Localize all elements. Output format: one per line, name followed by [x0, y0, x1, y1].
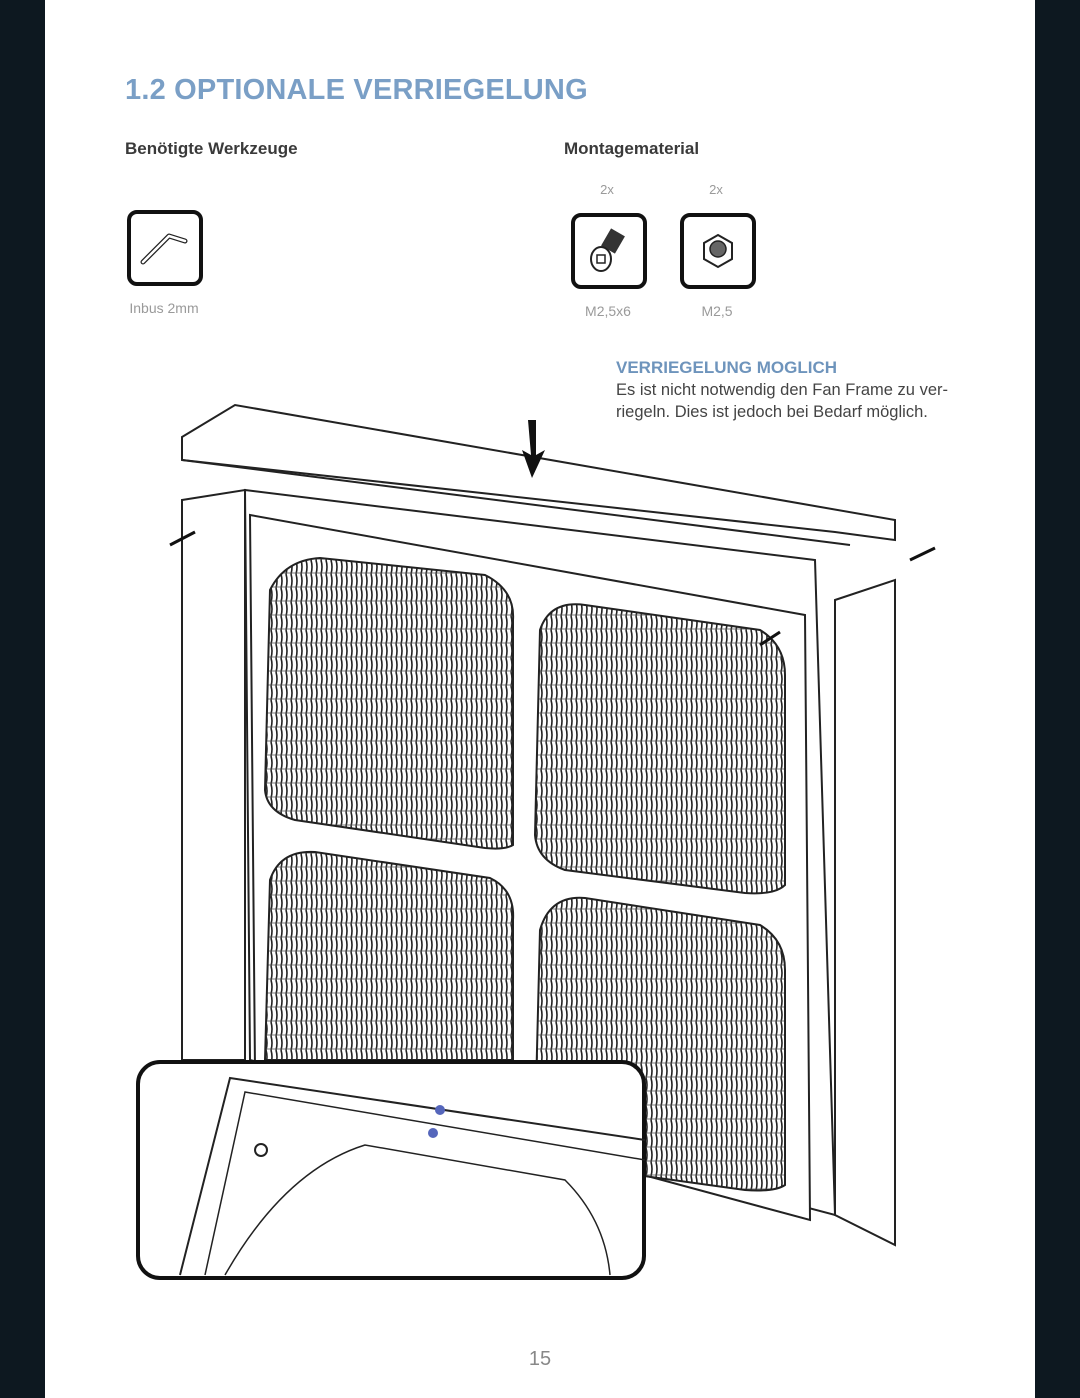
assembly-illustration: [136, 403, 936, 1280]
nut-label: M2,5: [701, 303, 733, 319]
note-heading: VERRIEGELUNG MOGLICH: [616, 358, 838, 377]
detail-inset: [136, 1060, 646, 1280]
page-number: 15: [528, 1348, 552, 1370]
document-page: 1.2 OPTIONALE VERRIEGELUNG Benötigte Wer…: [45, 0, 1035, 1398]
nut-icon: [680, 213, 756, 289]
hex-key-icon: [127, 210, 203, 286]
screw-qty: 2x: [600, 182, 614, 197]
material-heading: Montagematerial: [564, 139, 700, 158]
screw-icon: [571, 213, 647, 289]
section-title: 1.2 OPTIONALE VERRIEGELUNG: [125, 74, 588, 106]
tool-label: Inbus 2mm: [129, 300, 199, 316]
tools-heading: Benötigte Werkzeuge: [125, 139, 298, 158]
nut-qty: 2x: [709, 182, 723, 197]
screw-label: M2,5x6: [585, 303, 631, 319]
note-body: Es ist nicht notwendig den Fan Frame zu …: [616, 381, 948, 421]
